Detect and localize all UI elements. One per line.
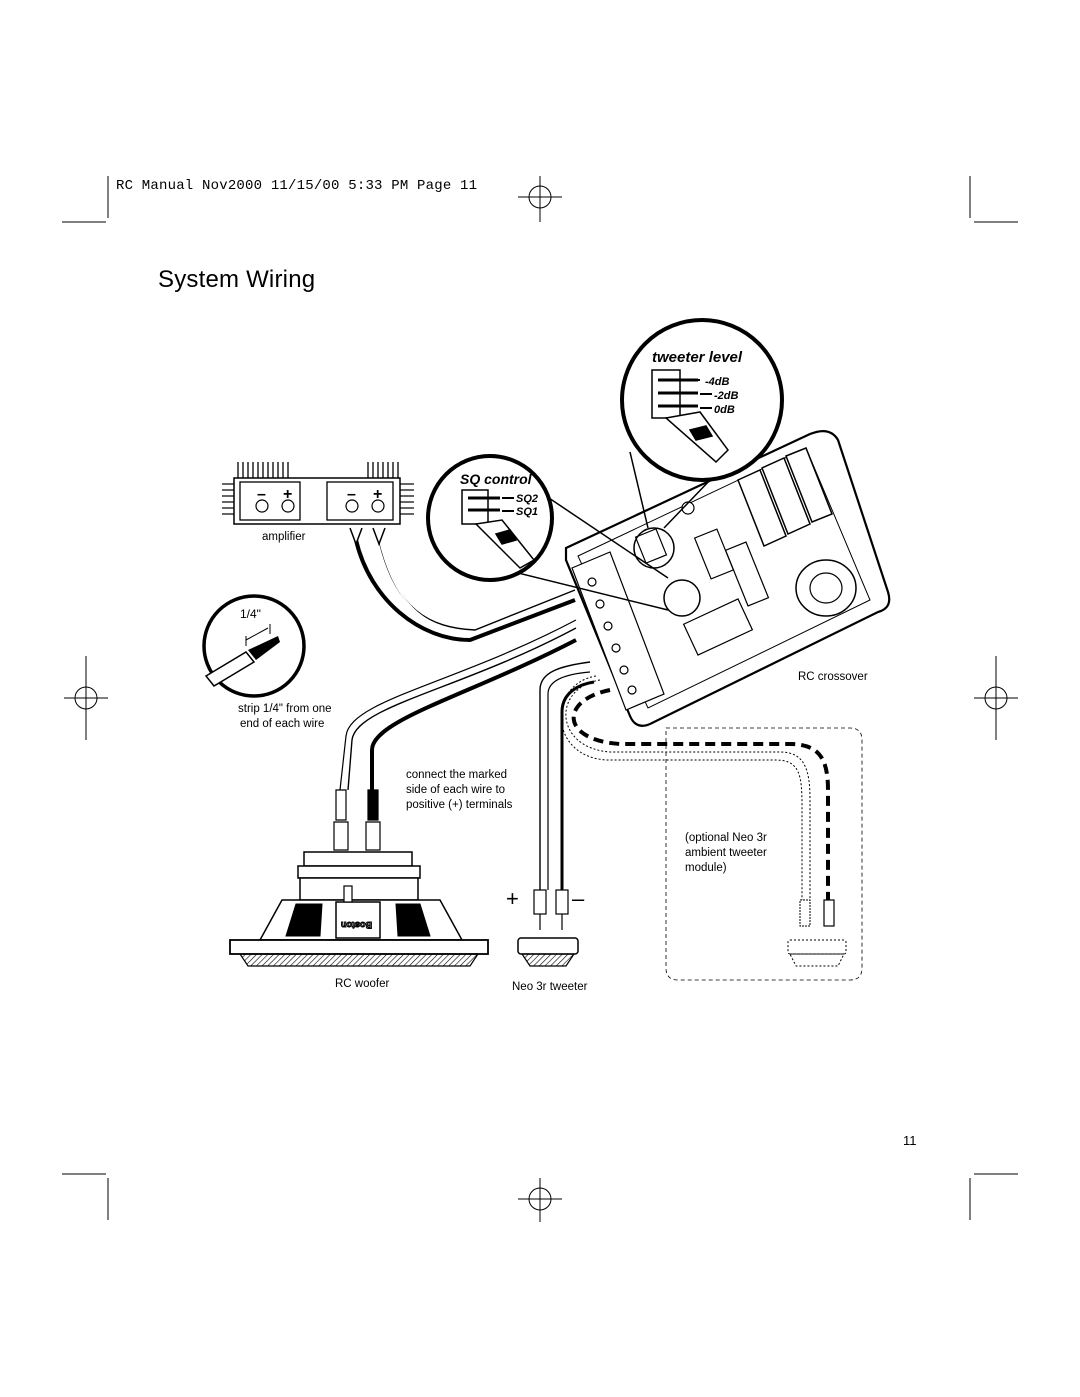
registration-mark-bottom bbox=[518, 1178, 562, 1222]
polarity-note-line3: positive (+) terminals bbox=[406, 799, 513, 811]
tweeter-wire-white-2 bbox=[547, 671, 591, 890]
polarity-note-line1: connect the marked bbox=[406, 769, 508, 781]
sq-control-title: SQ control bbox=[460, 471, 533, 487]
registration-mark-right bbox=[974, 656, 1018, 740]
crop-marks bbox=[62, 176, 1018, 1220]
tweeter-wire-white bbox=[539, 661, 591, 890]
woofer-wire-white-2 bbox=[339, 619, 577, 791]
optional-module-line2: ambient tweeter bbox=[685, 847, 767, 859]
woofer-connectors bbox=[333, 789, 381, 851]
page-title: System Wiring bbox=[158, 266, 316, 293]
wire-strip-zoom: 1/4" bbox=[202, 594, 306, 698]
optional-module-region bbox=[665, 727, 863, 981]
callout-lines bbox=[505, 451, 713, 611]
amp-terminal-minus-2: – bbox=[347, 486, 356, 503]
optional-wire-white-dashed bbox=[565, 679, 811, 900]
optional-module-line1: (optional Neo 3r bbox=[685, 832, 767, 844]
callout-circle-tweeter bbox=[633, 527, 675, 569]
tweeter-minus: – bbox=[572, 886, 585, 911]
amplifier-screw-2 bbox=[281, 499, 295, 513]
woofer-wire-black bbox=[370, 638, 577, 790]
crossover-resistor bbox=[724, 541, 770, 607]
tweeter-level-minus4: -4dB bbox=[705, 376, 730, 388]
page-slug: RC Manual Nov2000 11/15/00 5:33 PM Page … bbox=[116, 178, 478, 194]
polarity-note-line2: side of each wire to bbox=[406, 784, 506, 796]
woofer-label: RC woofer bbox=[335, 978, 390, 990]
heatsink-left-fins bbox=[237, 462, 289, 480]
crossover-jumper-tweeter bbox=[634, 528, 735, 580]
amp-spade-lug-left bbox=[349, 527, 363, 547]
tweeter-label: Neo 3r tweeter bbox=[512, 981, 588, 993]
strip-note-line2: end of each wire bbox=[240, 718, 325, 730]
amp-terminal-plus-2: + bbox=[373, 486, 382, 503]
tweeter-level-0: 0dB bbox=[714, 404, 735, 416]
tweeter-level-switch bbox=[651, 369, 729, 464]
neo3r-tweeter bbox=[517, 889, 579, 967]
registration-mark-top bbox=[518, 176, 562, 222]
amplifier-screw-4 bbox=[371, 499, 385, 513]
strip-note-line1: strip 1/4" from one bbox=[238, 703, 332, 715]
tweeter-level-title: tweeter level bbox=[652, 349, 743, 366]
crossover-capacitors bbox=[737, 447, 833, 548]
sq-control-sq2: SQ2 bbox=[516, 493, 538, 505]
amp-spade-lug-right bbox=[372, 527, 386, 547]
amp-wire-black bbox=[354, 539, 576, 643]
tweeter-level-zoom: tweeter level -4dB -2dB 0dB bbox=[620, 318, 784, 482]
amplifier-label: amplifier bbox=[262, 531, 306, 543]
amplifier-screw-3 bbox=[345, 499, 359, 513]
tweeter-wire-black bbox=[560, 680, 595, 890]
page-number: 11 bbox=[903, 1133, 917, 1148]
amp-terminal-minus-1: – bbox=[257, 486, 266, 503]
amplifier-screw-1 bbox=[255, 499, 269, 513]
optional-wire-black-dashed bbox=[571, 688, 830, 900]
optional-ambient-tweeter bbox=[787, 899, 847, 967]
amp-terminal-plus-1: + bbox=[283, 486, 292, 503]
callout-circle-sq bbox=[663, 579, 701, 617]
amplifier bbox=[222, 462, 414, 525]
optional-module-line3: module) bbox=[685, 862, 727, 874]
crossover-label: RC crossover bbox=[798, 671, 868, 683]
heatsink-right-fins bbox=[367, 462, 399, 480]
crossover bbox=[564, 429, 891, 727]
rc-woofer: Boston bbox=[229, 851, 489, 967]
strip-measure: 1/4" bbox=[240, 607, 261, 621]
amplifier-terminal-block-right bbox=[326, 481, 394, 521]
crossover-chip bbox=[682, 598, 754, 656]
tweeter-plus: + bbox=[506, 886, 519, 911]
registration-mark-left bbox=[64, 656, 108, 740]
woofer-wire-white bbox=[347, 627, 577, 791]
sq-control-sq1: SQ1 bbox=[516, 506, 538, 518]
sq-control-zoom: SQ control SQ2 SQ1 bbox=[426, 454, 554, 582]
amplifier-side-fins bbox=[222, 483, 414, 515]
tweeter-level-minus2: -2dB bbox=[714, 390, 739, 402]
woofer-brand: Boston bbox=[341, 920, 372, 930]
